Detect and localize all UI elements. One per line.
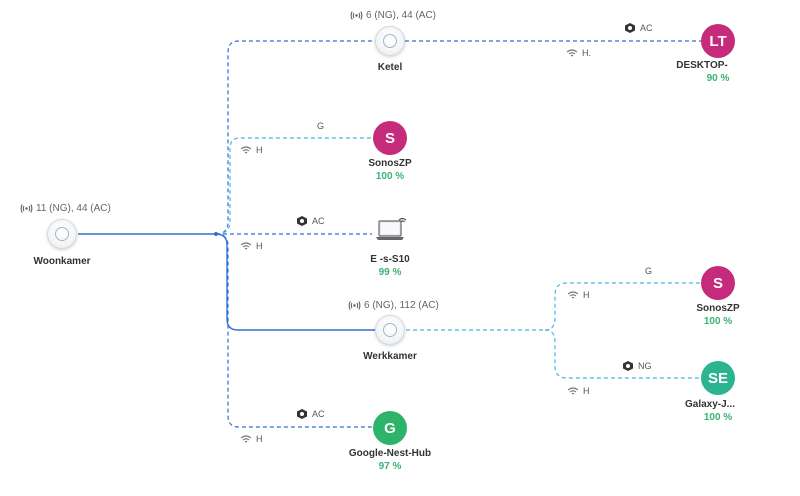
wifi-icon: [567, 386, 579, 394]
wifi-icon: [566, 48, 578, 56]
ap-name-ketel: Ketel: [377, 62, 403, 73]
client-avatar-google-nest[interactable]: G: [373, 411, 407, 445]
client-name-sonos-2: SonosZP: [696, 303, 740, 314]
client-avatar-sonos-1[interactable]: S: [373, 121, 407, 155]
radio-label-galaxy-j: NG: [622, 360, 652, 372]
wired-link-werkkamer: [78, 233, 375, 331]
wifi-label-sonos-2: H: [567, 290, 590, 300]
ap-name-werkkamer: Werkkamer: [363, 351, 417, 362]
broadcast-icon: [350, 11, 363, 20]
wifi-gen-badge-icon: [297, 216, 307, 226]
radio-label-google-nest: AC: [296, 408, 325, 420]
wifi-gen-badge-icon: [625, 23, 635, 33]
wifi-label-sonos-1: H: [240, 145, 263, 155]
ap-led-ring: [383, 34, 397, 48]
client-signal-sonos-1: 100 %: [375, 171, 405, 182]
client-signal-galaxy-j: 100 %: [703, 412, 733, 423]
wifi-icon: [240, 145, 252, 153]
wifi-label-galaxy-s10: H: [240, 241, 263, 251]
link-galaxy-j: [544, 329, 700, 379]
mesh-link-ketel: [215, 40, 376, 235]
link-google-nest: [215, 233, 372, 428]
ap-channels-werkkamer: 6 (NG), 112 (AC): [348, 300, 439, 311]
wifi-gen-badge-icon: [623, 361, 633, 371]
wifi-label-google-nest: H: [240, 434, 263, 444]
ap-ketel[interactable]: [375, 26, 405, 56]
ap-werkkamer[interactable]: [375, 315, 405, 345]
client-signal-galaxy-s10: 99 %: [378, 267, 402, 278]
wifi-gen-badge-icon: [297, 409, 307, 419]
client-name-sonos-1: SonosZP: [368, 158, 412, 169]
radio-label-sonos-1: G: [317, 121, 325, 131]
radio-label-desktop: AC: [624, 22, 653, 34]
radio-label-galaxy-s10: AC: [296, 215, 325, 227]
ap-channels-woonkamer: 11 (NG), 44 (AC): [20, 203, 111, 214]
link-sonos-1: [215, 137, 372, 235]
broadcast-icon: [348, 301, 361, 310]
ap-led-ring: [383, 323, 397, 337]
client-signal-sonos-2: 100 %: [703, 316, 733, 327]
client-signal-desktop: 90 %: [706, 73, 730, 84]
ap-name-woonkamer: Woonkamer: [33, 256, 91, 267]
ap-woonkamer[interactable]: [47, 219, 77, 249]
wifi-label-galaxy-j: H: [567, 386, 590, 396]
wifi-icon: [567, 290, 579, 298]
ap-channels-ketel: 6 (NG), 44 (AC): [350, 10, 436, 21]
client-name-google-nest: Google-Nest-Hub: [348, 448, 432, 459]
client-avatar-galaxy-j[interactable]: SE: [701, 361, 735, 395]
client-signal-google-nest: 97 %: [378, 461, 402, 472]
wifi-label-desktop: H.: [566, 48, 591, 58]
client-avatar-sonos-2[interactable]: S: [701, 266, 735, 300]
client-name-desktop: DESKTOP-: [676, 60, 728, 71]
broadcast-icon: [20, 204, 33, 213]
wifi-icon: [240, 241, 252, 249]
laptop-icon[interactable]: [374, 215, 410, 243]
wifi-icon: [240, 434, 252, 442]
ap-led-ring: [55, 227, 69, 241]
junction-dot: [214, 232, 218, 236]
client-name-galaxy-j: Galaxy-J...: [684, 399, 736, 410]
client-name-galaxy-s10: E -s-S10: [370, 254, 410, 265]
client-avatar-desktop[interactable]: LT: [701, 24, 735, 58]
radio-label-sonos-2: G: [645, 266, 653, 276]
